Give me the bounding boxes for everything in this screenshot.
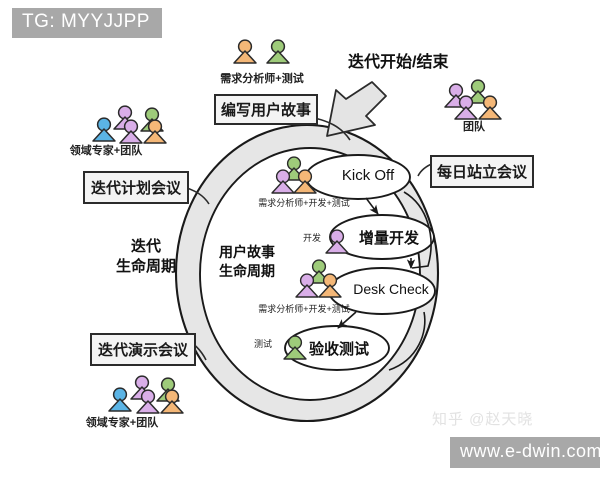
mini-role-incremental-dev: 开发 [302,233,321,243]
role-caption-write-stories: 需求分析师+测试 [220,73,304,85]
box-iteration-demo-meeting[interactable]: 迭代演示会议 [90,333,196,366]
node-label-kick-off[interactable]: Kick Off [341,167,395,184]
iteration-start-end-label: 迭代开始/结束 [348,54,449,71]
iteration-start-end-arrow [326,81,387,137]
role-caption-demo: 领域专家+团队 [85,417,159,429]
node-ellipse-acceptance-test[interactable] [284,325,390,371]
iteration-lifecycle-line1: 迭代 [130,238,161,255]
node-label-acceptance-test[interactable]: 验收测试 [308,341,369,358]
iteration-lifecycle-line2: 生命周期 [115,258,176,276]
node-flow-arrows [337,197,416,329]
mini-role-kick-off: 需求分析师+开发+测试 [258,198,350,208]
url-watermark: www.e-dwin.com [450,437,600,468]
story-lifecycle-line2: 生命周期 [219,262,275,279]
mini-role-desk-check: 需求分析师+开发+测试 [258,304,350,314]
box-iteration-planning-meeting[interactable]: 迭代计划会议 [83,171,189,204]
zhihu-watermark: 知乎 @赵天晓 [432,411,534,428]
story-lifecycle-line1: 用户故事 [219,244,275,260]
loopback-rail-lower [388,311,426,371]
role-caption-planning: 领域专家+团队 [69,145,143,157]
role-caption-team: 团队 [463,121,485,133]
node-label-desk-check[interactable]: Desk Check [353,281,429,297]
mini-role-acceptance-test: 测试 [253,339,272,349]
node-label-incremental-dev[interactable]: 增量开发 [358,230,419,247]
loopback-rail [403,191,432,269]
tg-badge: TG: MYYJJPP [12,8,162,38]
story-lifecycle-label: 用户故事 生命周期 [207,243,287,281]
box-daily-standup-meeting[interactable]: 每日站立会议 [430,155,534,188]
box-write-user-stories[interactable]: 编写用户故事 [214,94,318,125]
iteration-lifecycle-label: 迭代 生命周期 [104,237,188,278]
